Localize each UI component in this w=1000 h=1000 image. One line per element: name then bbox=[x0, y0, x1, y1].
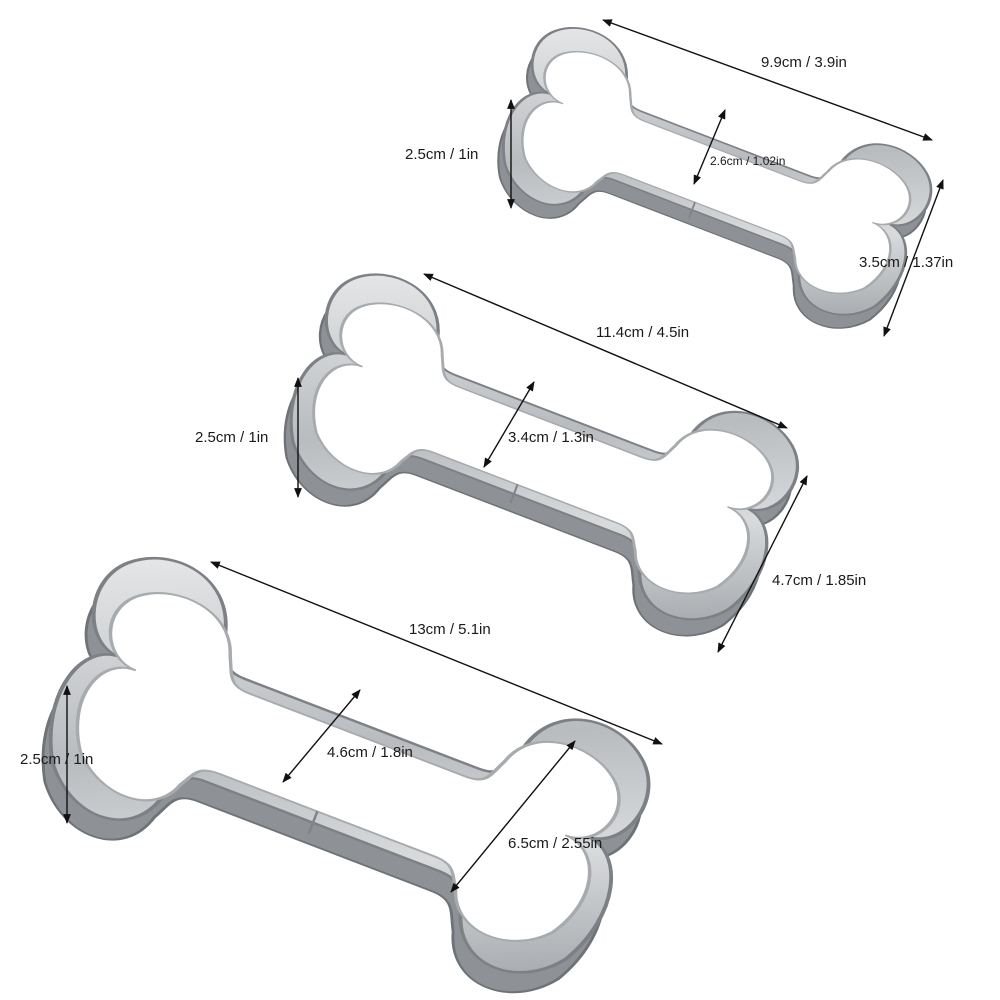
dimension-arrows bbox=[63, 19, 944, 893]
inner-width-label-large: 4.6cm / 1.8in bbox=[327, 744, 413, 761]
length-label-small: 9.9cm / 3.9in bbox=[761, 54, 847, 71]
height-label-large: 2.5cm / 1in bbox=[20, 751, 94, 768]
end-width-arrow-medium bbox=[717, 475, 808, 653]
height-label-small: 2.5cm / 1in bbox=[405, 146, 479, 163]
end-width-arrow-large bbox=[450, 740, 576, 893]
end-width-label-small: 3.5cm / 1.37in bbox=[859, 254, 954, 271]
inner-width-arrow-small bbox=[693, 109, 726, 185]
length-label-large: 13cm / 5.1in bbox=[409, 621, 491, 638]
inner-width-label-small: 2.6cm / 1.02in bbox=[710, 154, 786, 168]
length-arrow-small bbox=[602, 19, 933, 141]
end-width-label-medium: 4.7cm / 1.85in bbox=[772, 572, 867, 589]
length-label-medium: 11.4cm / 4.5in bbox=[596, 324, 690, 341]
inner-width-arrow-medium bbox=[483, 381, 535, 468]
cookie-cutter-medium bbox=[262, 258, 811, 656]
end-width-label-large: 6.5cm / 2.55in bbox=[508, 835, 603, 852]
cookie-cutter-small bbox=[480, 14, 943, 345]
height-label-medium: 2.5cm / 1in bbox=[195, 429, 269, 446]
length-arrow-large bbox=[210, 561, 663, 745]
end-width-arrow-small bbox=[883, 179, 944, 337]
inner-width-arrow-large bbox=[282, 689, 361, 783]
length-arrow-medium bbox=[423, 273, 788, 429]
cookie-cutter-large bbox=[16, 539, 666, 1000]
inner-width-label-medium: 3.4cm / 1.3in bbox=[508, 429, 594, 446]
